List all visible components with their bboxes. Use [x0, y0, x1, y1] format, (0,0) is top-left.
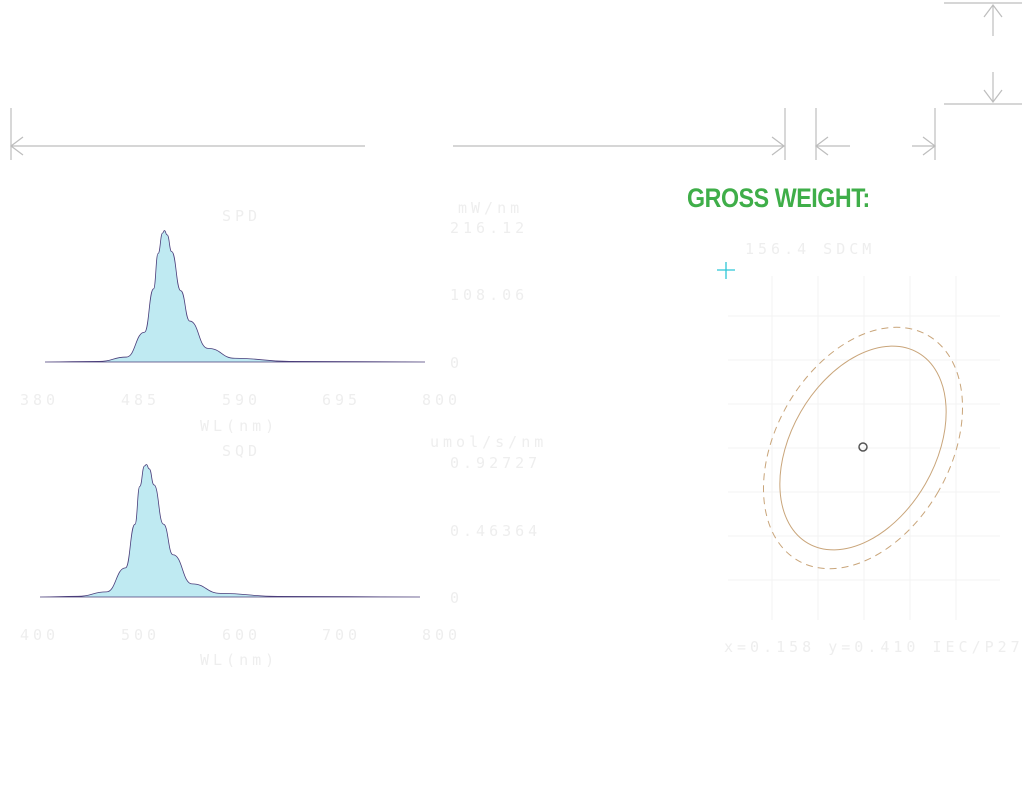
sqd-title: SQD	[222, 442, 261, 460]
spd-chart: SPD mW/nm 216.12 108.06 0 380 485 590 69…	[20, 199, 528, 435]
sqd-x-tick-2: 500	[121, 626, 160, 644]
sqd-x-tick-4: 700	[322, 626, 361, 644]
spd-y-unit: mW/nm	[458, 199, 523, 217]
spd-spectrum-curve	[44, 230, 426, 363]
sqd-y-unit: umol/s/nm	[430, 433, 547, 451]
sdcm-title: 156.4 SDCM	[745, 240, 875, 258]
spd-x-label: WL(nm)	[200, 417, 278, 435]
sqd-chart: SQD umol/s/nm 0.92727 0.46364 0 400 500 …	[20, 433, 547, 669]
spd-title: SPD	[222, 207, 261, 225]
sqd-y-tick-zero: 0	[450, 589, 463, 607]
spd-y-tick-zero: 0	[450, 354, 463, 372]
spd-x-tick-5: 800	[422, 391, 461, 409]
sqd-x-label: WL(nm)	[200, 651, 278, 669]
spd-y-tick-top: 216.12	[450, 219, 528, 237]
spd-x-tick-1: 380	[20, 391, 59, 409]
sdcm-grid	[728, 276, 1000, 620]
sqd-y-tick-top: 0.92727	[450, 454, 541, 472]
sqd-x-tick-5: 800	[422, 626, 461, 644]
spd-x-tick-2: 485	[121, 391, 160, 409]
sdcm-ellipse-outer	[762, 326, 964, 570]
sdcm-ellipse-inner	[779, 345, 947, 551]
gross-weight-label: GROSS WEIGHT:	[687, 183, 870, 213]
sqd-x-tick-3: 600	[222, 626, 261, 644]
spd-x-tick-3: 590	[222, 391, 261, 409]
sqd-spectrum-curve	[39, 464, 421, 598]
crosshair-icon	[717, 262, 735, 279]
chromaticity-point	[858, 442, 868, 452]
sdcm-footer: x=0.158 y=0.410 IEC/P2700	[724, 638, 1024, 656]
sqd-y-tick-mid: 0.46364	[450, 522, 541, 540]
sqd-x-tick-1: 400	[20, 626, 59, 644]
spd-y-tick-mid: 108.06	[450, 286, 528, 304]
sdcm-chart: 156.4 SDCM x=0.158 y=0.410 IEC/P2700	[717, 240, 1024, 656]
spd-x-tick-4: 695	[322, 391, 361, 409]
dimension-lines	[10, 2, 1022, 160]
